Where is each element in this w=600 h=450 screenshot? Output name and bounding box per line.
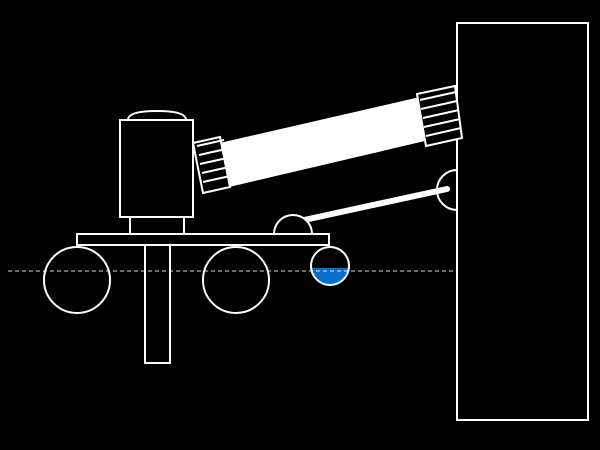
left-wheel: [43, 246, 111, 314]
motor-housing: [119, 109, 194, 235]
carriage-plate: [76, 233, 330, 246]
wall: [456, 22, 589, 421]
rod-pivot: [272, 214, 314, 235]
arm-collar-left: [191, 135, 232, 195]
vertical-shaft: [144, 244, 171, 364]
support-rod: [292, 186, 450, 225]
float-bulb: [310, 246, 350, 286]
float-water: [311, 267, 349, 285]
arm-collar-right: [415, 84, 464, 148]
tilted-arm: [218, 96, 431, 188]
middle-wheel: [202, 246, 270, 314]
